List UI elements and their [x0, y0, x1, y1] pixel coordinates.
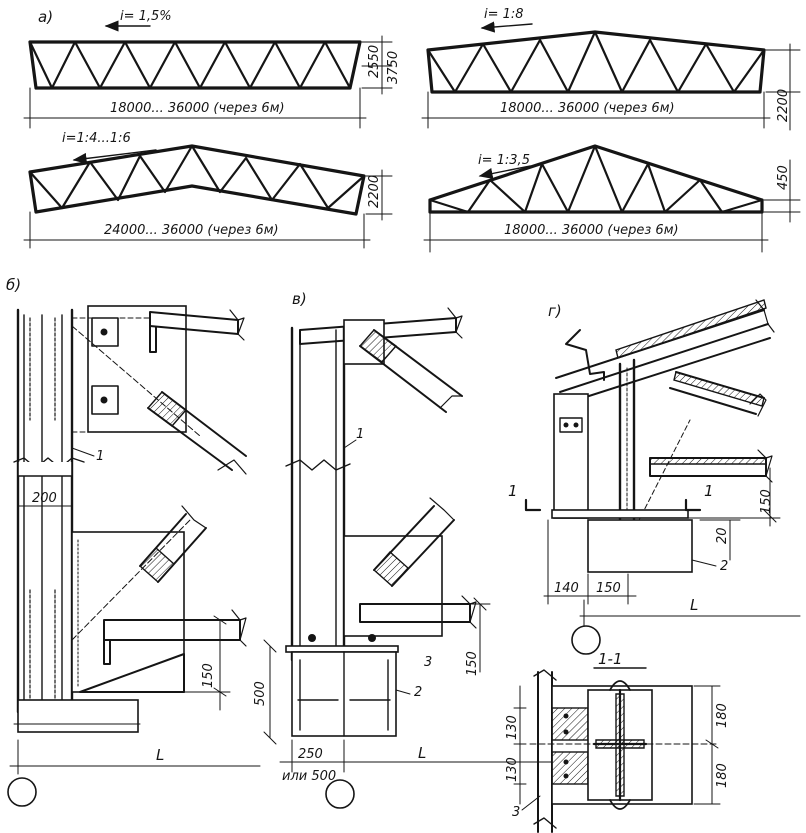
- axis-bubble: [325, 779, 355, 809]
- dimension-label: 140: [554, 581, 579, 596]
- marker-3: 3: [424, 655, 432, 670]
- truss-span-label: 24000... 36000 (через 6м): [104, 223, 279, 238]
- roof-girder-g: [555, 299, 775, 405]
- column-g: [553, 358, 636, 522]
- top-chord-b: [149, 309, 245, 353]
- marker-2: 2: [720, 559, 728, 574]
- dimension-label: 150: [596, 581, 621, 596]
- support-block-v: [285, 634, 399, 737]
- panel-label-b: б): [6, 276, 21, 294]
- truss-span-label: 18000... 36000 (через 6м): [500, 101, 675, 116]
- truss-pitched-1-8: i= 1:8 18000... 36000 (через 6м) 2200: [421, 7, 801, 131]
- truss-parallel-chord: i= 1,5% 18000... 36000 (через 6м) 2550 3…: [23, 9, 401, 129]
- support-2: [587, 519, 693, 573]
- truss-slope-label: i= 1:8: [484, 7, 524, 22]
- panel-v-node-detail: в) 1: [253, 290, 561, 809]
- base-plate-g: [551, 509, 689, 519]
- dimension-label: 180: [715, 763, 730, 788]
- truss-span-label: 18000... 36000 (через 6м): [110, 101, 285, 116]
- diagonal-brace-g: [633, 371, 767, 531]
- lower-diagonal-v: [373, 497, 455, 587]
- truss-height-label: 3750: [386, 51, 401, 84]
- panel-label-v: в): [292, 290, 307, 308]
- truss-height-label: 2200: [367, 175, 382, 208]
- lower-gusset-plate: [71, 531, 185, 693]
- dimension-label: 130: [505, 715, 520, 740]
- section-cut-label: 1: [508, 482, 518, 500]
- marker-1: 1: [96, 449, 104, 464]
- diagonal-brace-b: [71, 325, 247, 475]
- section-title: 1-1: [598, 650, 623, 668]
- span-label: L: [418, 744, 426, 762]
- span-label: L: [156, 746, 164, 764]
- column-v: [285, 326, 351, 662]
- dimension-label: 150: [759, 489, 774, 514]
- truss-pitched-1-4: i=1:4...1:6 24000... 36000 (через 6м) 22…: [23, 131, 393, 249]
- slope-arrow: [480, 21, 533, 33]
- marker-3: 3: [512, 805, 520, 820]
- dimension-label: 130: [505, 757, 520, 782]
- section-cut-label: 1: [704, 482, 714, 500]
- slope-arrow: [478, 165, 531, 180]
- dimension-label: 20: [715, 527, 730, 544]
- marker-2: 2: [414, 685, 422, 700]
- truss-triangular: i= 1:3,5 18000... 36000 (через 6м) 450: [423, 144, 801, 253]
- truss-height-label: 2200: [776, 89, 791, 122]
- dimension-label: 150: [201, 663, 216, 688]
- dimension-label: 200: [32, 491, 57, 506]
- panel-label-g: г): [548, 302, 562, 320]
- panel-b-node-detail: б) 1: [6, 276, 261, 807]
- truss-height-label: 450: [776, 165, 791, 190]
- truss-height-label: 2550: [367, 45, 382, 78]
- section-1-1: 1-1 130 130 180 180 3: [505, 650, 730, 833]
- panel-a-truss-schemes: а) i= 1,5% 18000... 36000 (через 6м) 255…: [23, 7, 801, 253]
- panel-label-a: а): [38, 8, 53, 26]
- dimension-label: 250: [298, 747, 323, 762]
- marker-1: 1: [356, 427, 364, 442]
- dimension-label: 500: [253, 681, 268, 706]
- slope-arrow: [72, 149, 157, 165]
- truss-slope-label: i= 1:3,5: [478, 153, 530, 168]
- span-label: L: [690, 596, 698, 614]
- dimension-label: 150: [465, 651, 480, 676]
- panel-g-node-detail: г) 2: [508, 299, 801, 655]
- axis-bubble: [571, 625, 601, 655]
- lower-diagonal-b: [71, 505, 207, 641]
- dimension-label: или 500: [282, 769, 336, 784]
- truss-slope-label: i=1:4...1:6: [62, 131, 131, 146]
- upper-diagonal-v: [358, 329, 463, 413]
- dimension-label: 180: [715, 703, 730, 728]
- support-rib: [79, 653, 185, 693]
- axis-bubble: [7, 777, 37, 807]
- truss-span-label: 18000... 36000 (через 6м): [504, 223, 679, 238]
- base-plate: [17, 699, 139, 733]
- truss-slope-label: i= 1,5%: [120, 9, 172, 24]
